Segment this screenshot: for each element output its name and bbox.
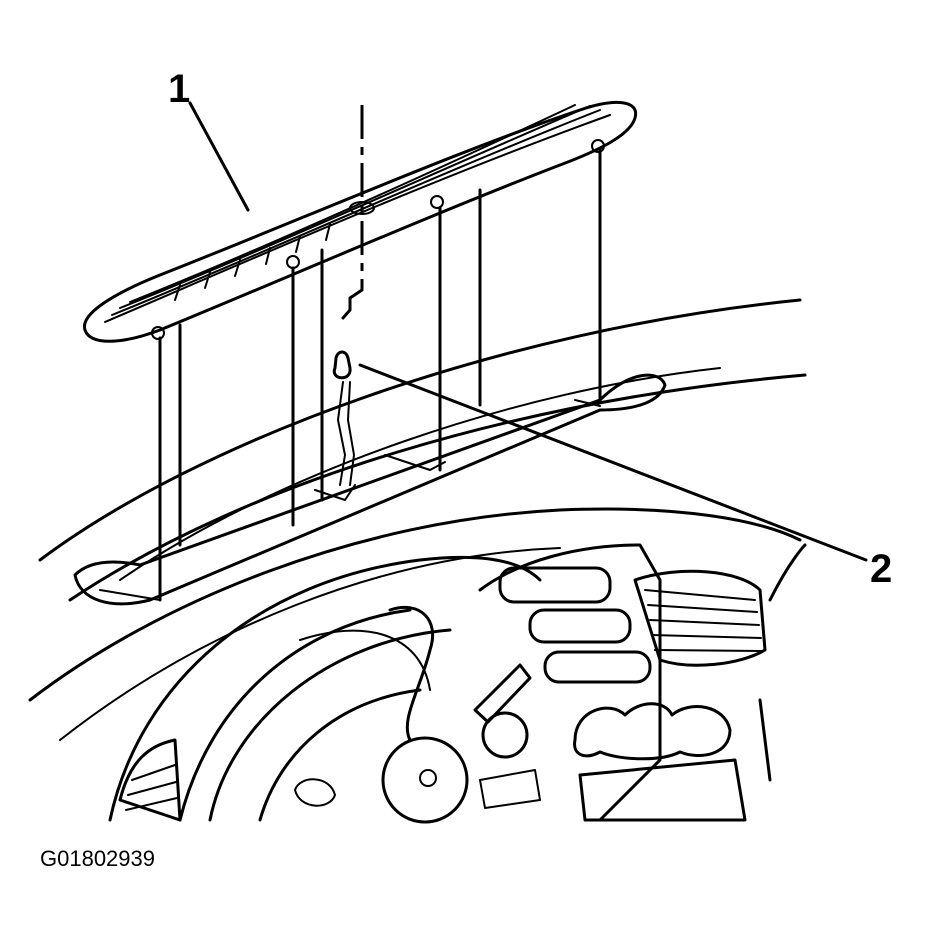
- right-air-vent: [633, 569, 767, 667]
- callout-2: 2: [870, 547, 892, 591]
- radio-slot: [543, 650, 652, 684]
- steering-wheel: [208, 628, 541, 824]
- horn-pad: [381, 736, 469, 824]
- turn-signal-stalk: [473, 663, 532, 724]
- leader-line-2: [358, 363, 868, 562]
- center-console: [478, 543, 747, 822]
- emblem-icon: [419, 769, 437, 787]
- instrument-panel: [108, 543, 807, 824]
- figure-id: G01802939: [40, 846, 155, 871]
- leader-lines: [188, 101, 868, 562]
- grille-slats: [174, 223, 331, 301]
- dashboard-outline: [28, 298, 807, 741]
- left-air-vent: [118, 738, 182, 822]
- callout-1: 1: [168, 67, 190, 111]
- upper-vent-slot: [498, 566, 612, 604]
- mounting-clip: [286, 255, 300, 269]
- climate-controls: [573, 702, 732, 761]
- light-sensor: [314, 288, 364, 501]
- control-knob: [481, 711, 529, 759]
- mounting-clip: [151, 326, 165, 340]
- lower-panel: [578, 758, 747, 822]
- mounting-clip: [430, 195, 444, 209]
- mounting-clip: [591, 139, 605, 153]
- leader-line-1: [188, 101, 250, 212]
- hazard-slot: [528, 608, 632, 644]
- grille-opening: [73, 373, 667, 606]
- alignment-lines: [158, 105, 602, 602]
- sensor-hole: [349, 201, 375, 215]
- speaker-grille: [83, 100, 638, 343]
